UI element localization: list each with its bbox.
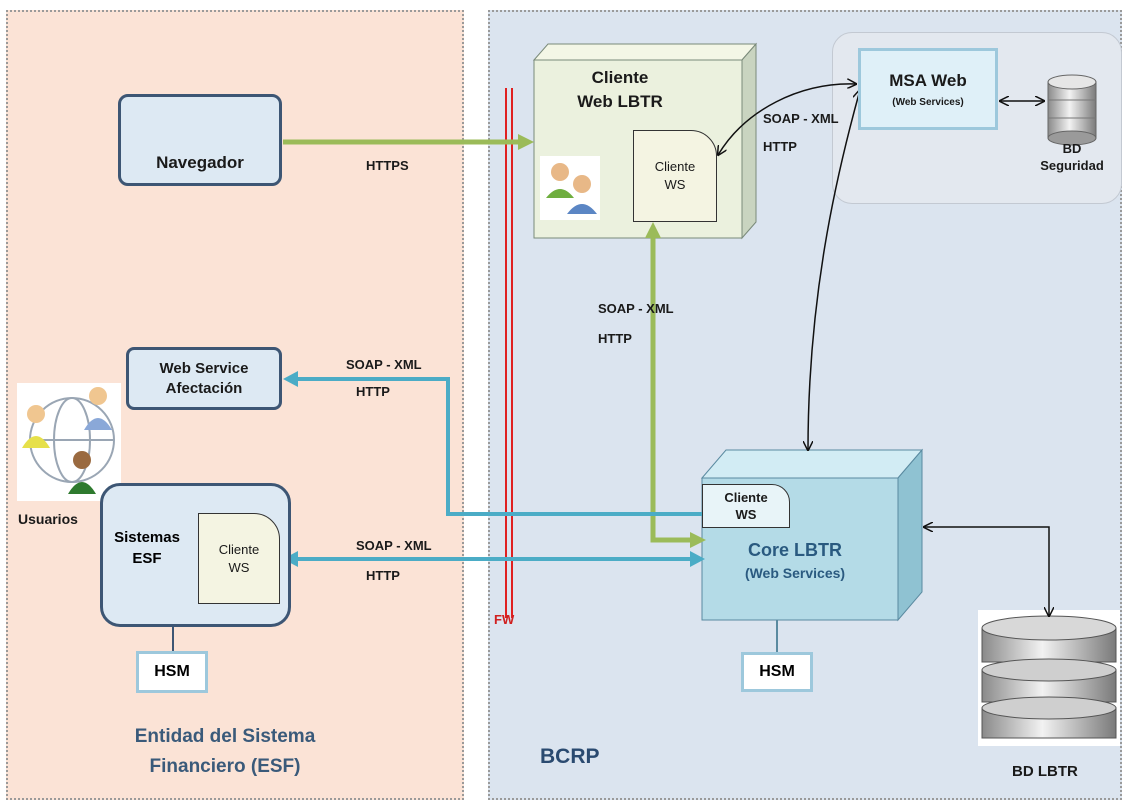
- bd-seguridad-line1: BD: [1062, 141, 1082, 156]
- usuarios-label: Usuarios: [18, 511, 78, 527]
- http-label-afectacion: HTTP: [356, 384, 390, 399]
- http-label-msa: HTTP: [763, 139, 797, 154]
- usuarios-illustration: [17, 383, 121, 501]
- users-group-icon: [540, 156, 600, 220]
- firewall-label: FW: [494, 612, 515, 627]
- afectacion-blue-arrow: [283, 371, 702, 516]
- bd-seguridad-label: BD Seguridad: [1032, 140, 1112, 174]
- cliente-ws-esf-doc: Cliente WS: [198, 513, 280, 604]
- web-service-label: Web Service: [159, 359, 249, 377]
- afectacion-label: Afectación: [165, 379, 243, 397]
- esf-zone-title: Entidad del Sistema Financiero (ESF): [80, 722, 370, 782]
- sistemas-label-line2: ESF: [132, 550, 162, 567]
- msa-web-box: MSA Web (Web Services): [858, 48, 998, 130]
- cliente-web-lbtr-label: Cliente Web LBTR: [560, 66, 680, 114]
- soap-xml-label-core: SOAP - XML: [598, 301, 674, 316]
- firewall-line-left: [505, 88, 507, 618]
- cliente-core-green-arrow: [645, 222, 706, 548]
- sistemas-core-blue-arrow: [283, 551, 705, 567]
- msa-core-connector: [808, 90, 860, 450]
- core-lbtr-label: Core LBTR (Web Services): [702, 540, 888, 581]
- bd-seguridad-cylinder: [1047, 74, 1097, 146]
- http-label-sistemas: HTTP: [366, 568, 400, 583]
- bd-seguridad-line2: Seguridad: [1040, 158, 1104, 173]
- bcrp-zone-title: BCRP: [540, 745, 600, 768]
- cliente-ws-esf-line2: WS: [228, 559, 250, 575]
- cliente-ws-web-doc: Cliente WS: [633, 130, 717, 222]
- firewall-line-right: [511, 88, 513, 618]
- esf-title-line2: Financiero (ESF): [149, 756, 301, 777]
- msa-web-subtitle: (Web Services): [892, 96, 964, 108]
- core-lbtr-box: [700, 448, 924, 622]
- cliente-ws-web-line1: Cliente: [654, 159, 696, 174]
- navegador-label: Navegador: [156, 153, 244, 172]
- https-label: HTTPS: [366, 158, 409, 173]
- bd-lbtr-database: [978, 610, 1120, 746]
- cliente-ws-core-doc: Cliente WS: [702, 484, 790, 528]
- core-bdlbtr-connector: [924, 527, 1049, 616]
- msa-web-title: MSA Web: [889, 70, 967, 90]
- navegador-box: Navegador: [118, 94, 282, 186]
- cliente-ws-core-line1: Cliente: [724, 490, 768, 505]
- cliente-msa-connector: [718, 84, 856, 155]
- https-arrow: [283, 134, 534, 150]
- esf-title-line1: Entidad del Sistema: [134, 726, 316, 747]
- http-label-core: HTTP: [598, 331, 632, 346]
- hsm-esf-box: HSM: [136, 651, 208, 693]
- hsm-core-box: HSM: [741, 652, 813, 692]
- core-lbtr-title: Core LBTR: [748, 540, 842, 560]
- soap-xml-label-afectacion: SOAP - XML: [346, 357, 422, 372]
- sistemas-esf-label: Sistemas ESF: [112, 527, 182, 569]
- web-service-afectacion-box: Web Service Afectación: [126, 347, 282, 410]
- cliente-ws-esf-line1: Cliente: [218, 541, 260, 557]
- core-lbtr-subtitle: (Web Services): [744, 565, 846, 581]
- cliente-ws-core-line2: WS: [735, 507, 757, 522]
- bd-lbtr-label: BD LBTR: [1012, 763, 1078, 780]
- cliente-web-line1: Cliente: [591, 68, 649, 87]
- soap-xml-label-msa: SOAP - XML: [763, 111, 839, 126]
- cliente-ws-web-line2: WS: [664, 177, 686, 192]
- soap-xml-label-sistemas: SOAP - XML: [356, 538, 432, 553]
- sistemas-label-line1: Sistemas: [114, 529, 180, 546]
- cliente-web-line2: Web LBTR: [577, 92, 663, 111]
